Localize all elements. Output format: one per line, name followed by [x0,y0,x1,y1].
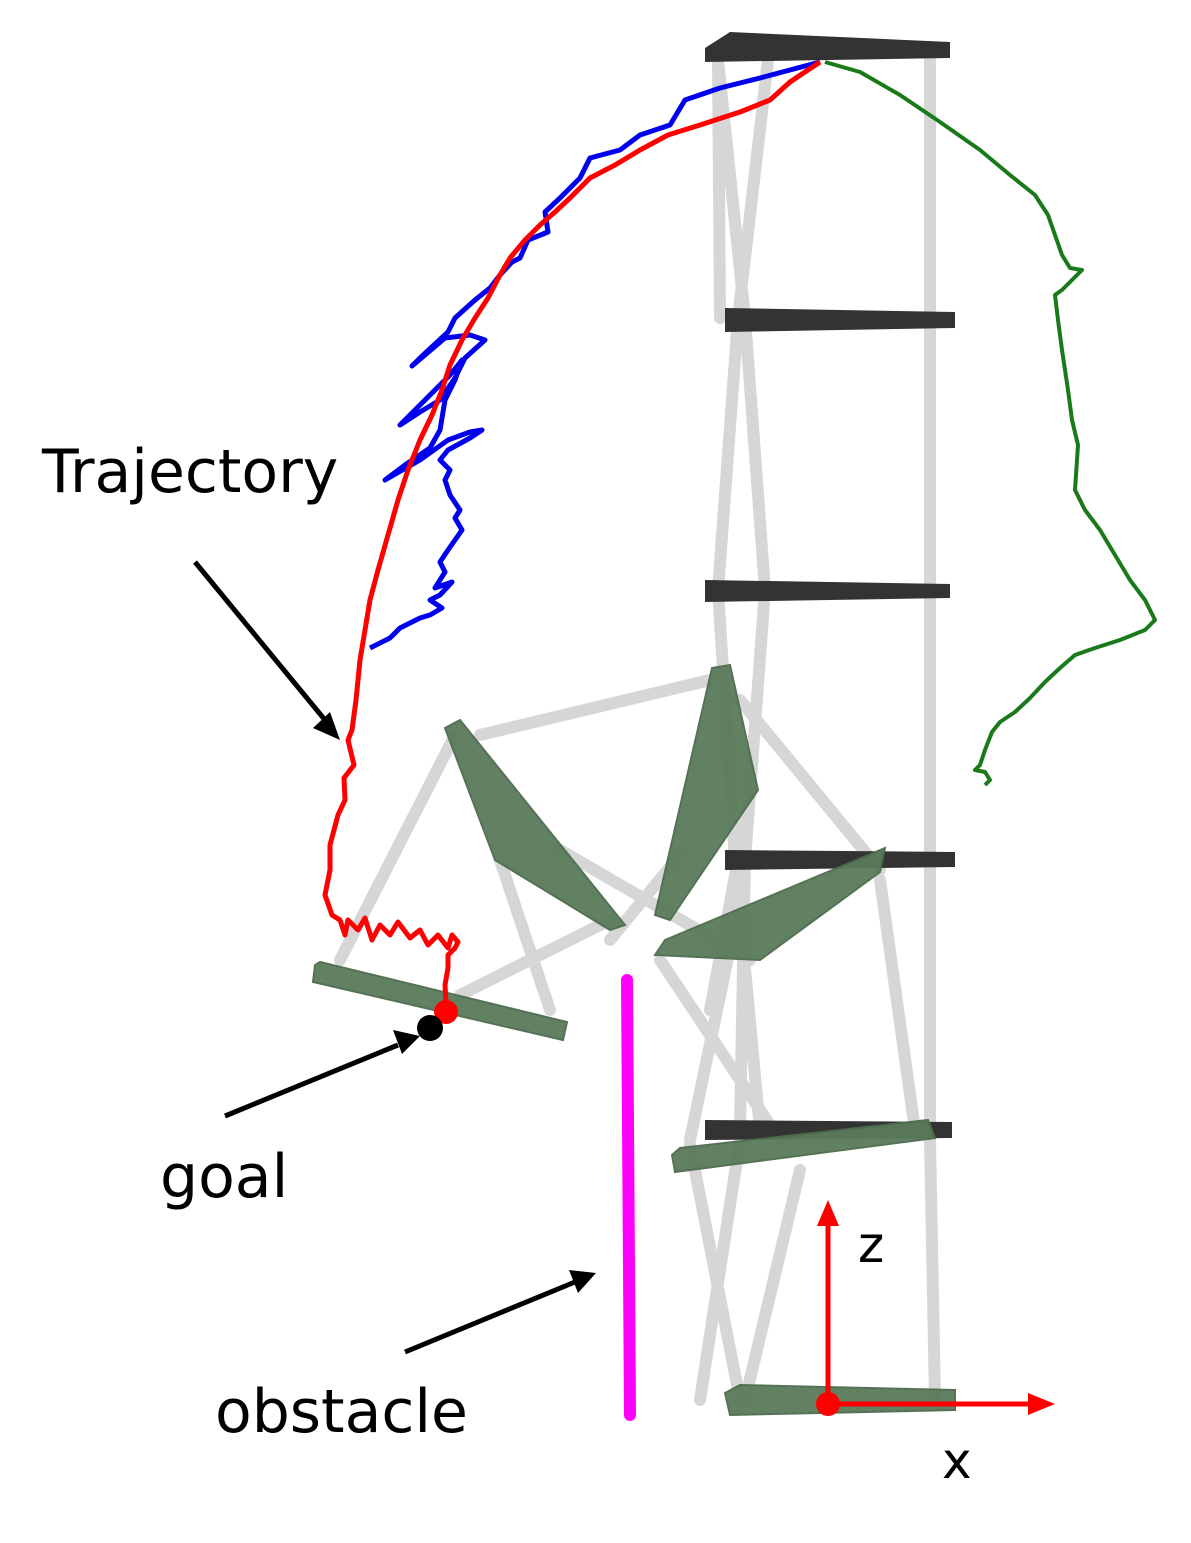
green-link-end-effector [311,960,569,1042]
platform-2 [725,308,955,332]
green-link-lower [670,1118,937,1174]
strut [712,54,751,324]
goal-arrowhead [393,1030,420,1054]
strut [474,674,716,741]
z-arrowhead [817,1200,839,1226]
goal-marker [417,1015,443,1041]
green-base [723,1383,956,1417]
z-axis-label: z [858,1216,884,1274]
strut [734,694,886,876]
coordinate-frame [816,1200,1055,1416]
trajectory-red [322,59,822,1011]
green-link-upper [653,663,760,922]
goal-arrow [224,1042,399,1119]
obstacle-arrowhead [569,1270,596,1293]
dark-platforms [705,32,955,1140]
green-link-right [653,846,887,962]
obstacle-arrow [404,1279,576,1355]
trajectory-arrowhead [313,712,340,740]
strut [334,729,461,966]
struts [334,54,941,1406]
platform-4 [725,850,955,870]
strut [454,914,616,1001]
green-link-left [443,718,627,932]
origin-dot [816,1392,840,1416]
strut [494,854,556,1016]
trajectory-green [824,60,1157,787]
platform-3 [705,580,950,602]
trajectory-label: Trajectory [41,437,338,507]
strut [712,312,744,596]
strut [739,1164,806,1406]
top-platform [705,32,950,62]
goal-label: goal [160,1142,288,1212]
strut [704,789,756,1016]
trajectory-arrow [193,560,327,722]
strut [924,1134,941,1406]
green-links [311,663,956,1417]
strut [739,312,771,596]
strut [874,874,921,1136]
obstacle-label: obstacle [215,1377,468,1447]
obstacle-bar [621,974,636,1421]
x-arrowhead [1028,1393,1055,1415]
trajectory-blue [368,59,821,651]
end-effector-marker [434,1000,458,1024]
annotation-arrows [193,560,596,1355]
x-axis-label: x [942,1432,972,1490]
strut [694,1134,746,1406]
strut [654,954,786,1146]
